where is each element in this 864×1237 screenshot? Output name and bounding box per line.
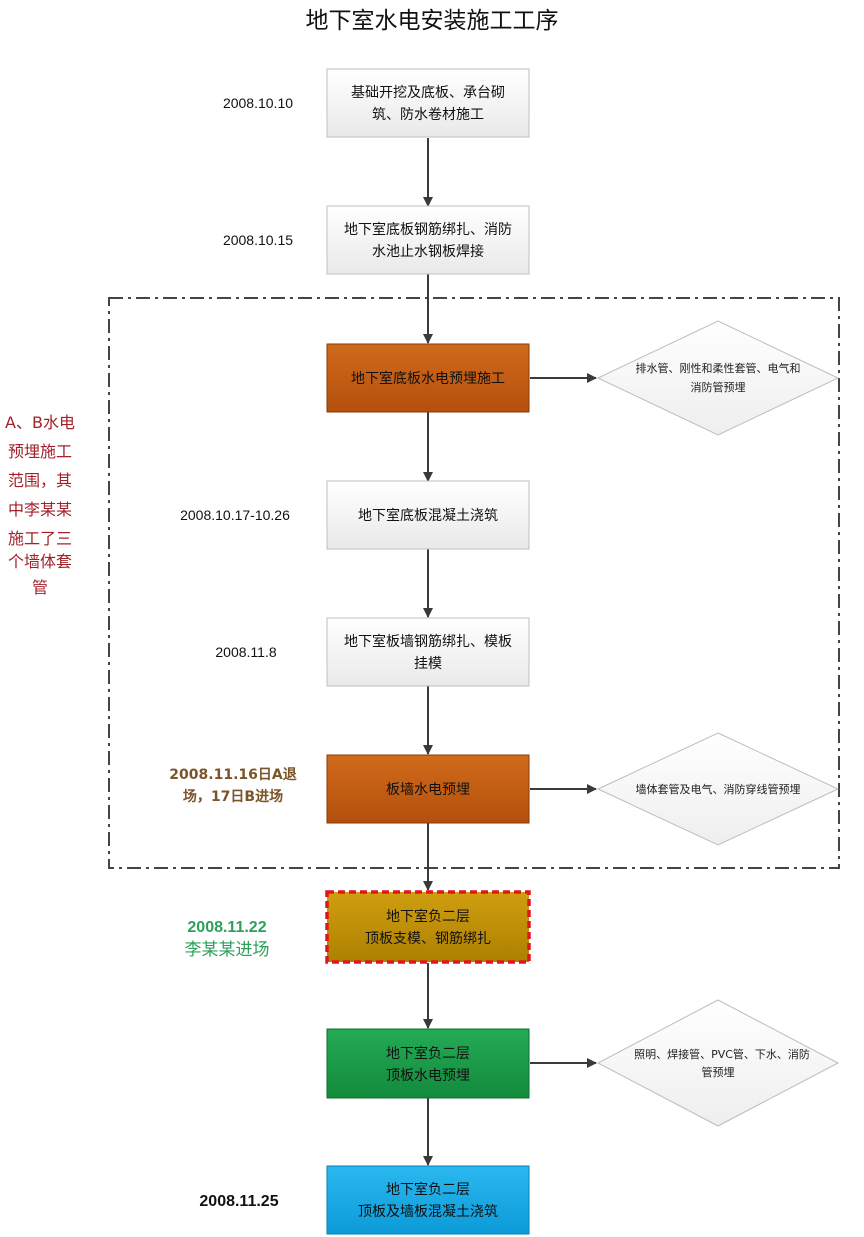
step-box: 地下室负二层 顶板水电预埋 (326, 1028, 530, 1099)
step-box-shape (325, 890, 531, 964)
diamond-label-line: 墙体套管及电气、消防穿线管预埋 (636, 782, 801, 796)
step-box: 地下室底板钢筋绑扎、消防 水池止水钢板焊接 (326, 205, 530, 275)
step-date: 2008.11.25 (199, 1193, 278, 1210)
step-label-line: 地下室底板水电预埋施工 (351, 370, 505, 387)
side-note-line: 中李某某 (8, 500, 72, 519)
side-note-line: 施工了三 (8, 529, 72, 548)
step-box: 地下室负二层 顶板支模、钢筋绑扎 (325, 890, 531, 964)
step-date: 2008.10.15 (223, 232, 293, 248)
step-label-line: 筑、防水卷材施工 (372, 107, 484, 123)
step-label-line: 水池止水钢板焊接 (372, 243, 484, 260)
diamond-shape (596, 320, 840, 436)
step-box-shape (326, 343, 530, 413)
step-label-line: 挂模 (414, 656, 442, 672)
diamond-label-line: 照明、焊接管、PVC管、下水、消防 (634, 1047, 810, 1061)
diagram-title: 地下室水电安装施工工序 (306, 8, 559, 34)
decision-diamond: 照明、焊接管、PVC管、下水、消防 管预埋 (596, 999, 840, 1127)
step-box: 地下室底板水电预埋施工 (326, 343, 530, 413)
step-date-line: 2008.11.22 (187, 919, 266, 936)
step-box: 地下室板墙钢筋绑扎、模板 挂模 (326, 617, 530, 687)
step-label-line: 地下室负二层 (386, 1181, 470, 1198)
step-box: 地下室底板混凝土浇筑 (326, 480, 530, 550)
diamond-label-line: 排水管、刚性和柔性套管、电气和 (636, 361, 801, 375)
step-label-line: 基础开挖及底板、承台砌 (351, 84, 505, 101)
step-label-line: 地下室板墙钢筋绑扎、模板 (344, 633, 512, 650)
step-date: 2008.10.17-10.26 (180, 507, 290, 523)
step-label-line: 板墙水电预埋 (386, 782, 470, 798)
step-box-shape (326, 1028, 530, 1099)
diamond-shape (596, 999, 840, 1127)
step-box-shape (326, 617, 530, 687)
step-label-line: 顶板及墙板混凝土浇筑 (358, 1204, 498, 1220)
scope-boundary (108, 297, 840, 869)
step-box: 板墙水电预埋 (326, 754, 530, 824)
step-box-shape (326, 68, 530, 138)
step-label-line: 顶板水电预埋 (386, 1068, 470, 1084)
step-box-shape (326, 1165, 530, 1235)
step-label-line: 顶板支模、钢筋绑扎 (365, 930, 491, 947)
step-label-line: 地下室负二层 (386, 1045, 470, 1062)
step-date-line: 2008.11.16日A退 (169, 767, 296, 783)
step-date: 2008.11.8 (215, 644, 276, 660)
side-note-line: 预埋施工 (8, 442, 72, 461)
step-box: 基础开挖及底板、承台砌 筑、防水卷材施工 (326, 68, 530, 138)
decision-diamond: 排水管、刚性和柔性套管、电气和 消防管预埋 (596, 320, 840, 436)
step-label-line: 地下室底板混凝土浇筑 (358, 507, 498, 524)
diamond-label-line: 管预埋 (702, 1065, 735, 1079)
step-box-shape (326, 205, 530, 275)
side-note-line: 范围，其 (8, 471, 72, 490)
step-box-shape (326, 754, 530, 824)
step-label-line: 地下室负二层 (386, 908, 470, 925)
diamond-shape (596, 732, 840, 846)
side-note-line: 管 (32, 578, 48, 597)
decision-diamond: 墙体套管及电气、消防穿线管预埋 (596, 732, 840, 846)
connectors (423, 138, 597, 1166)
step-date-line: 场，17日B进场 (183, 789, 283, 805)
diamond-label-line: 消防管预埋 (691, 380, 746, 394)
step-box-shape (326, 480, 530, 550)
step-date: 2008.10.10 (223, 95, 293, 111)
step-date-line: 李某某进场 (185, 940, 270, 960)
side-note-line: A、B水电 (5, 413, 75, 432)
step-label-line: 地下室底板钢筋绑扎、消防 (344, 221, 512, 238)
step-box: 地下室负二层 顶板及墙板混凝土浇筑 (326, 1165, 530, 1235)
side-note: A、B水电 预埋施工 范围，其 中李某某 施工了三 个墙体套 管 (5, 413, 75, 597)
side-note-line: 个墙体套 (8, 552, 72, 571)
